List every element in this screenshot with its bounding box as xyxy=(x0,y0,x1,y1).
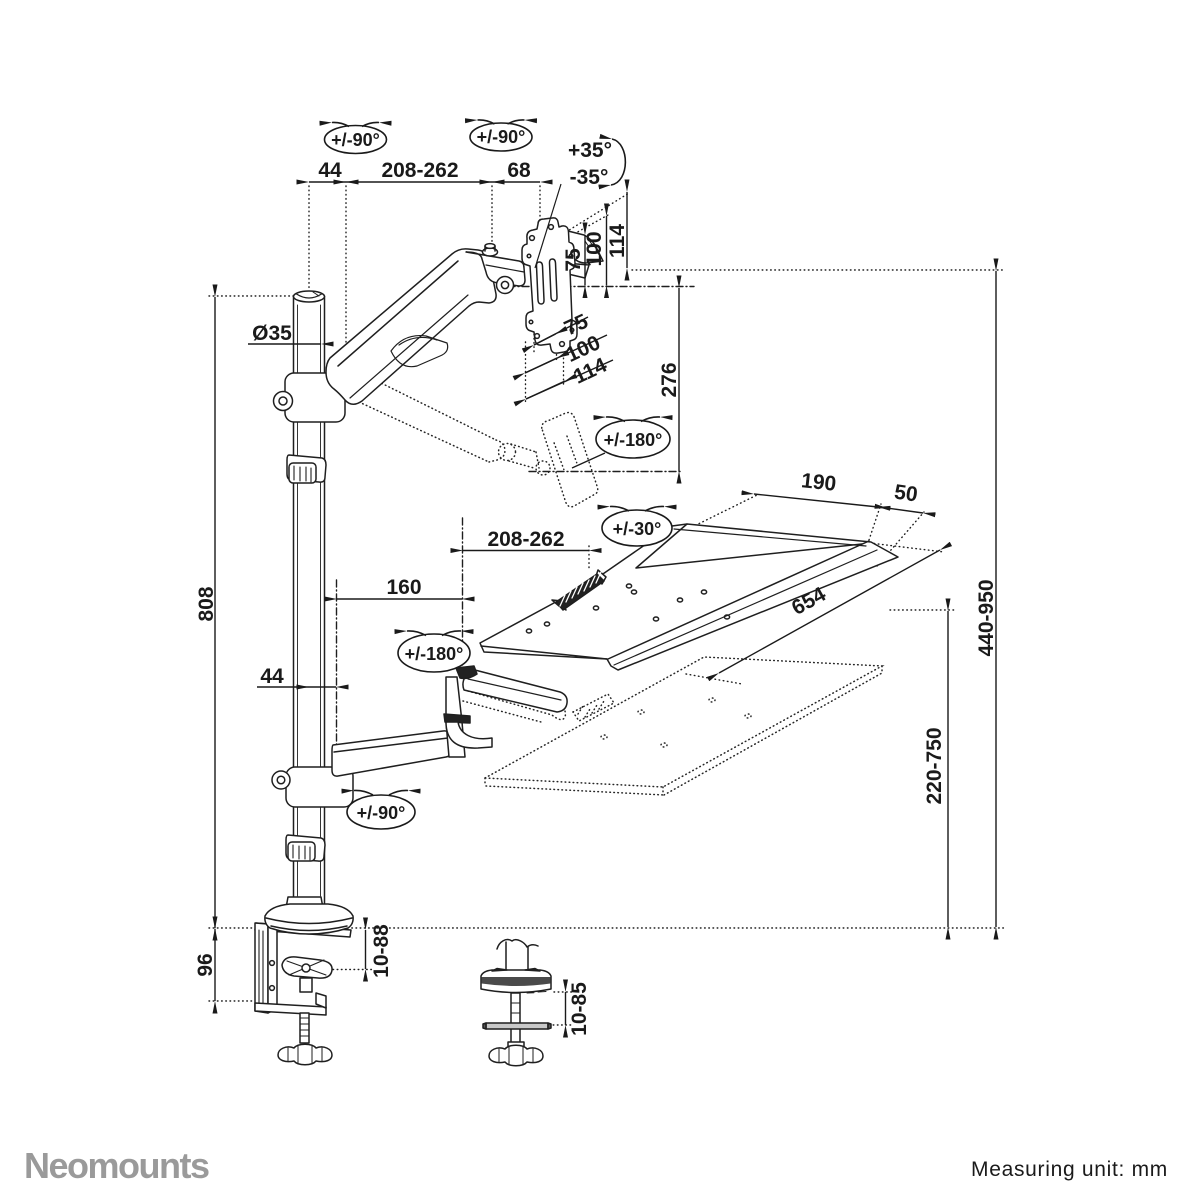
svg-text:276: 276 xyxy=(658,362,681,397)
svg-text:Neomounts: Neomounts xyxy=(24,1145,209,1186)
svg-text:+/-90°: +/-90° xyxy=(477,127,526,147)
svg-text:+/-180°: +/-180° xyxy=(604,430,663,450)
svg-text:+/-30°: +/-30° xyxy=(613,519,662,539)
svg-text:-35°: -35° xyxy=(570,166,609,189)
svg-text:190: 190 xyxy=(800,469,837,496)
svg-text:+35°: +35° xyxy=(568,139,612,162)
svg-text:96: 96 xyxy=(194,953,217,976)
svg-text:+/-180°: +/-180° xyxy=(405,644,464,664)
svg-text:208-262: 208-262 xyxy=(381,159,458,182)
svg-text:808: 808 xyxy=(195,586,218,621)
svg-text:Ø35: Ø35 xyxy=(252,322,292,345)
svg-text:50: 50 xyxy=(893,481,919,507)
svg-text:114: 114 xyxy=(606,224,629,258)
svg-text:10-88: 10-88 xyxy=(370,924,393,978)
svg-text:440-950: 440-950 xyxy=(975,579,998,656)
svg-text:100: 100 xyxy=(583,231,606,266)
svg-text:220-750: 220-750 xyxy=(923,727,946,804)
svg-text:75: 75 xyxy=(562,248,585,272)
svg-text:68: 68 xyxy=(507,159,531,182)
svg-text:+/-90°: +/-90° xyxy=(331,130,380,150)
svg-text:44: 44 xyxy=(318,159,342,182)
svg-text:+/-90°: +/-90° xyxy=(357,803,406,823)
svg-text:Measuring unit: mm: Measuring unit: mm xyxy=(971,1158,1168,1181)
svg-text:160: 160 xyxy=(386,576,421,599)
svg-text:208-262: 208-262 xyxy=(487,528,564,551)
svg-text:44: 44 xyxy=(260,665,284,688)
svg-text:10-85: 10-85 xyxy=(568,982,591,1036)
